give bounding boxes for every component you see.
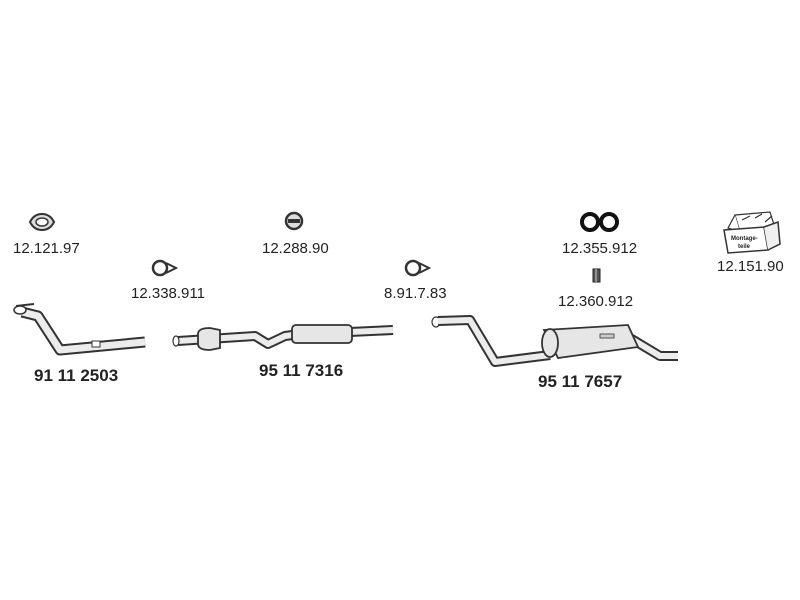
part-number-gasket-front: 12.121.97 [13,240,80,257]
rear-silencer-icon [431,315,678,367]
front-pipe-icon [13,303,146,356]
rubber-ring-icon [580,212,619,232]
part-number-rubber-hanger: 12.360.912 [558,293,634,310]
part-number-rubber-rings: 12.355.912 [562,240,638,257]
part-number-front-pipe: 91 11 2503 [34,366,119,385]
oval-gasket-icon [284,211,304,231]
catalytic-converter-icon [172,324,394,351]
pipe-clamp-icon [404,259,432,277]
rubber-hanger-icon [592,268,601,283]
part-number-middle-section: 95 11 7316 [259,361,344,380]
part-number-rear-silencer: 95 11 7657 [538,372,623,391]
flange-gasket-icon [28,212,56,232]
part-number-clamp-rear: 8.91.7.83 [384,285,447,302]
mounting-kit-box-text: teile [738,244,751,250]
part-number-mounting-kit: 12.151.90 [717,258,784,275]
mounting-kit-box-text: Montage- [731,236,758,242]
part-number-gasket-oval: 12.288.90 [262,240,329,257]
part-number-clamp-front: 12.338.911 [131,285,205,302]
pipe-clamp-icon [151,259,179,277]
mounting-kit-box-icon: Montage- teile [723,211,781,254]
